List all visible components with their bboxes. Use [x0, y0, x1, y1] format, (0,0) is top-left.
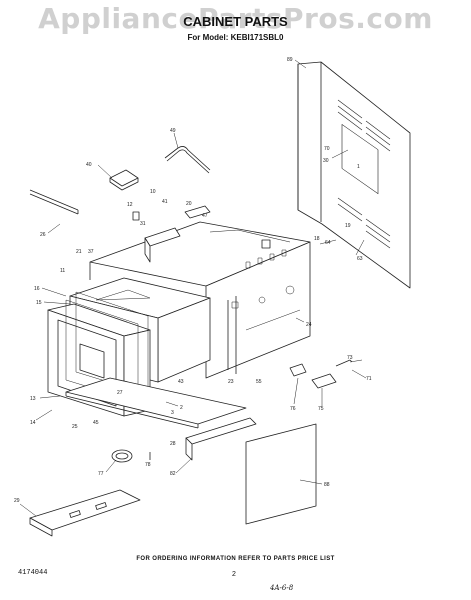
callout-26: 26: [40, 232, 46, 238]
callout-23: 23: [228, 379, 234, 385]
callout-15: 15: [36, 300, 42, 306]
document-number: 4174044: [18, 569, 48, 577]
callout-3: 3: [171, 410, 174, 416]
callout-31: 31: [140, 221, 146, 227]
callout-27: 27: [117, 390, 123, 396]
model-label: For Model: KEBI171SBL0: [187, 33, 284, 42]
page-number: 2: [232, 571, 236, 578]
callout-75: 75: [318, 406, 324, 412]
callout-41: 41: [162, 199, 168, 205]
callout-64: 64: [325, 240, 331, 246]
ordering-note: FOR ORDERING INFORMATION REFER TO PARTS …: [136, 556, 335, 562]
callout-19: 19: [345, 223, 351, 229]
callout-29: 29: [14, 498, 20, 504]
hardware-parts: [289, 359, 353, 389]
callout-1: 1: [357, 164, 360, 170]
callout-25: 25: [72, 424, 78, 430]
handwritten-note: 4A-6-8: [270, 584, 294, 592]
callout-12: 12: [127, 202, 133, 208]
callout-30: 30: [323, 158, 329, 164]
callout-89: 89: [287, 57, 293, 63]
callout-14: 14: [30, 420, 36, 426]
callout-13: 13: [30, 396, 36, 402]
callout-63: 63: [357, 256, 363, 262]
callout-28: 28: [170, 441, 176, 447]
part-26: [29, 189, 79, 215]
callout-73: 73: [347, 355, 353, 361]
side-rails: [227, 296, 237, 374]
callout-37: 37: [88, 249, 94, 255]
part-29: [29, 489, 141, 537]
part-88: [245, 423, 317, 525]
door-assembly: [47, 291, 151, 417]
part-40: [109, 169, 139, 191]
callout-43: 43: [178, 379, 184, 385]
callout-11: 11: [60, 268, 65, 274]
callout-45: 45: [93, 420, 99, 426]
callout-71: 71: [366, 376, 372, 382]
callout-78: 78: [145, 462, 151, 468]
callout-88: 88: [324, 482, 330, 488]
leader-lines: [19, 59, 367, 517]
bottom-tray: [65, 377, 247, 429]
callout-47: 47: [202, 213, 208, 219]
back-panel: [297, 61, 411, 289]
callout-49: 49: [170, 128, 176, 134]
callout-21: 21: [76, 249, 82, 255]
part-82: [185, 417, 257, 461]
part-77: [111, 449, 133, 463]
callout-24: 24: [306, 322, 312, 328]
callout-70: 70: [324, 146, 330, 152]
callout-2: 2: [180, 405, 183, 411]
callout-76: 76: [290, 406, 296, 412]
callout-16: 16: [34, 286, 40, 292]
diagram-title: CABINET PARTS: [183, 14, 288, 29]
callout-20: 20: [186, 201, 192, 207]
top-cover-assembly: [132, 205, 271, 263]
callout-10: 10: [150, 189, 156, 195]
callout-18: 18: [314, 236, 320, 242]
callout-40: 40: [86, 162, 92, 168]
callout-82: 82: [170, 471, 176, 477]
oven-cabinet: [89, 221, 311, 379]
watermark-logo: AppliancePartsPros.com: [38, 2, 433, 35]
callout-55: 55: [256, 379, 262, 385]
callout-77: 77: [98, 471, 104, 477]
